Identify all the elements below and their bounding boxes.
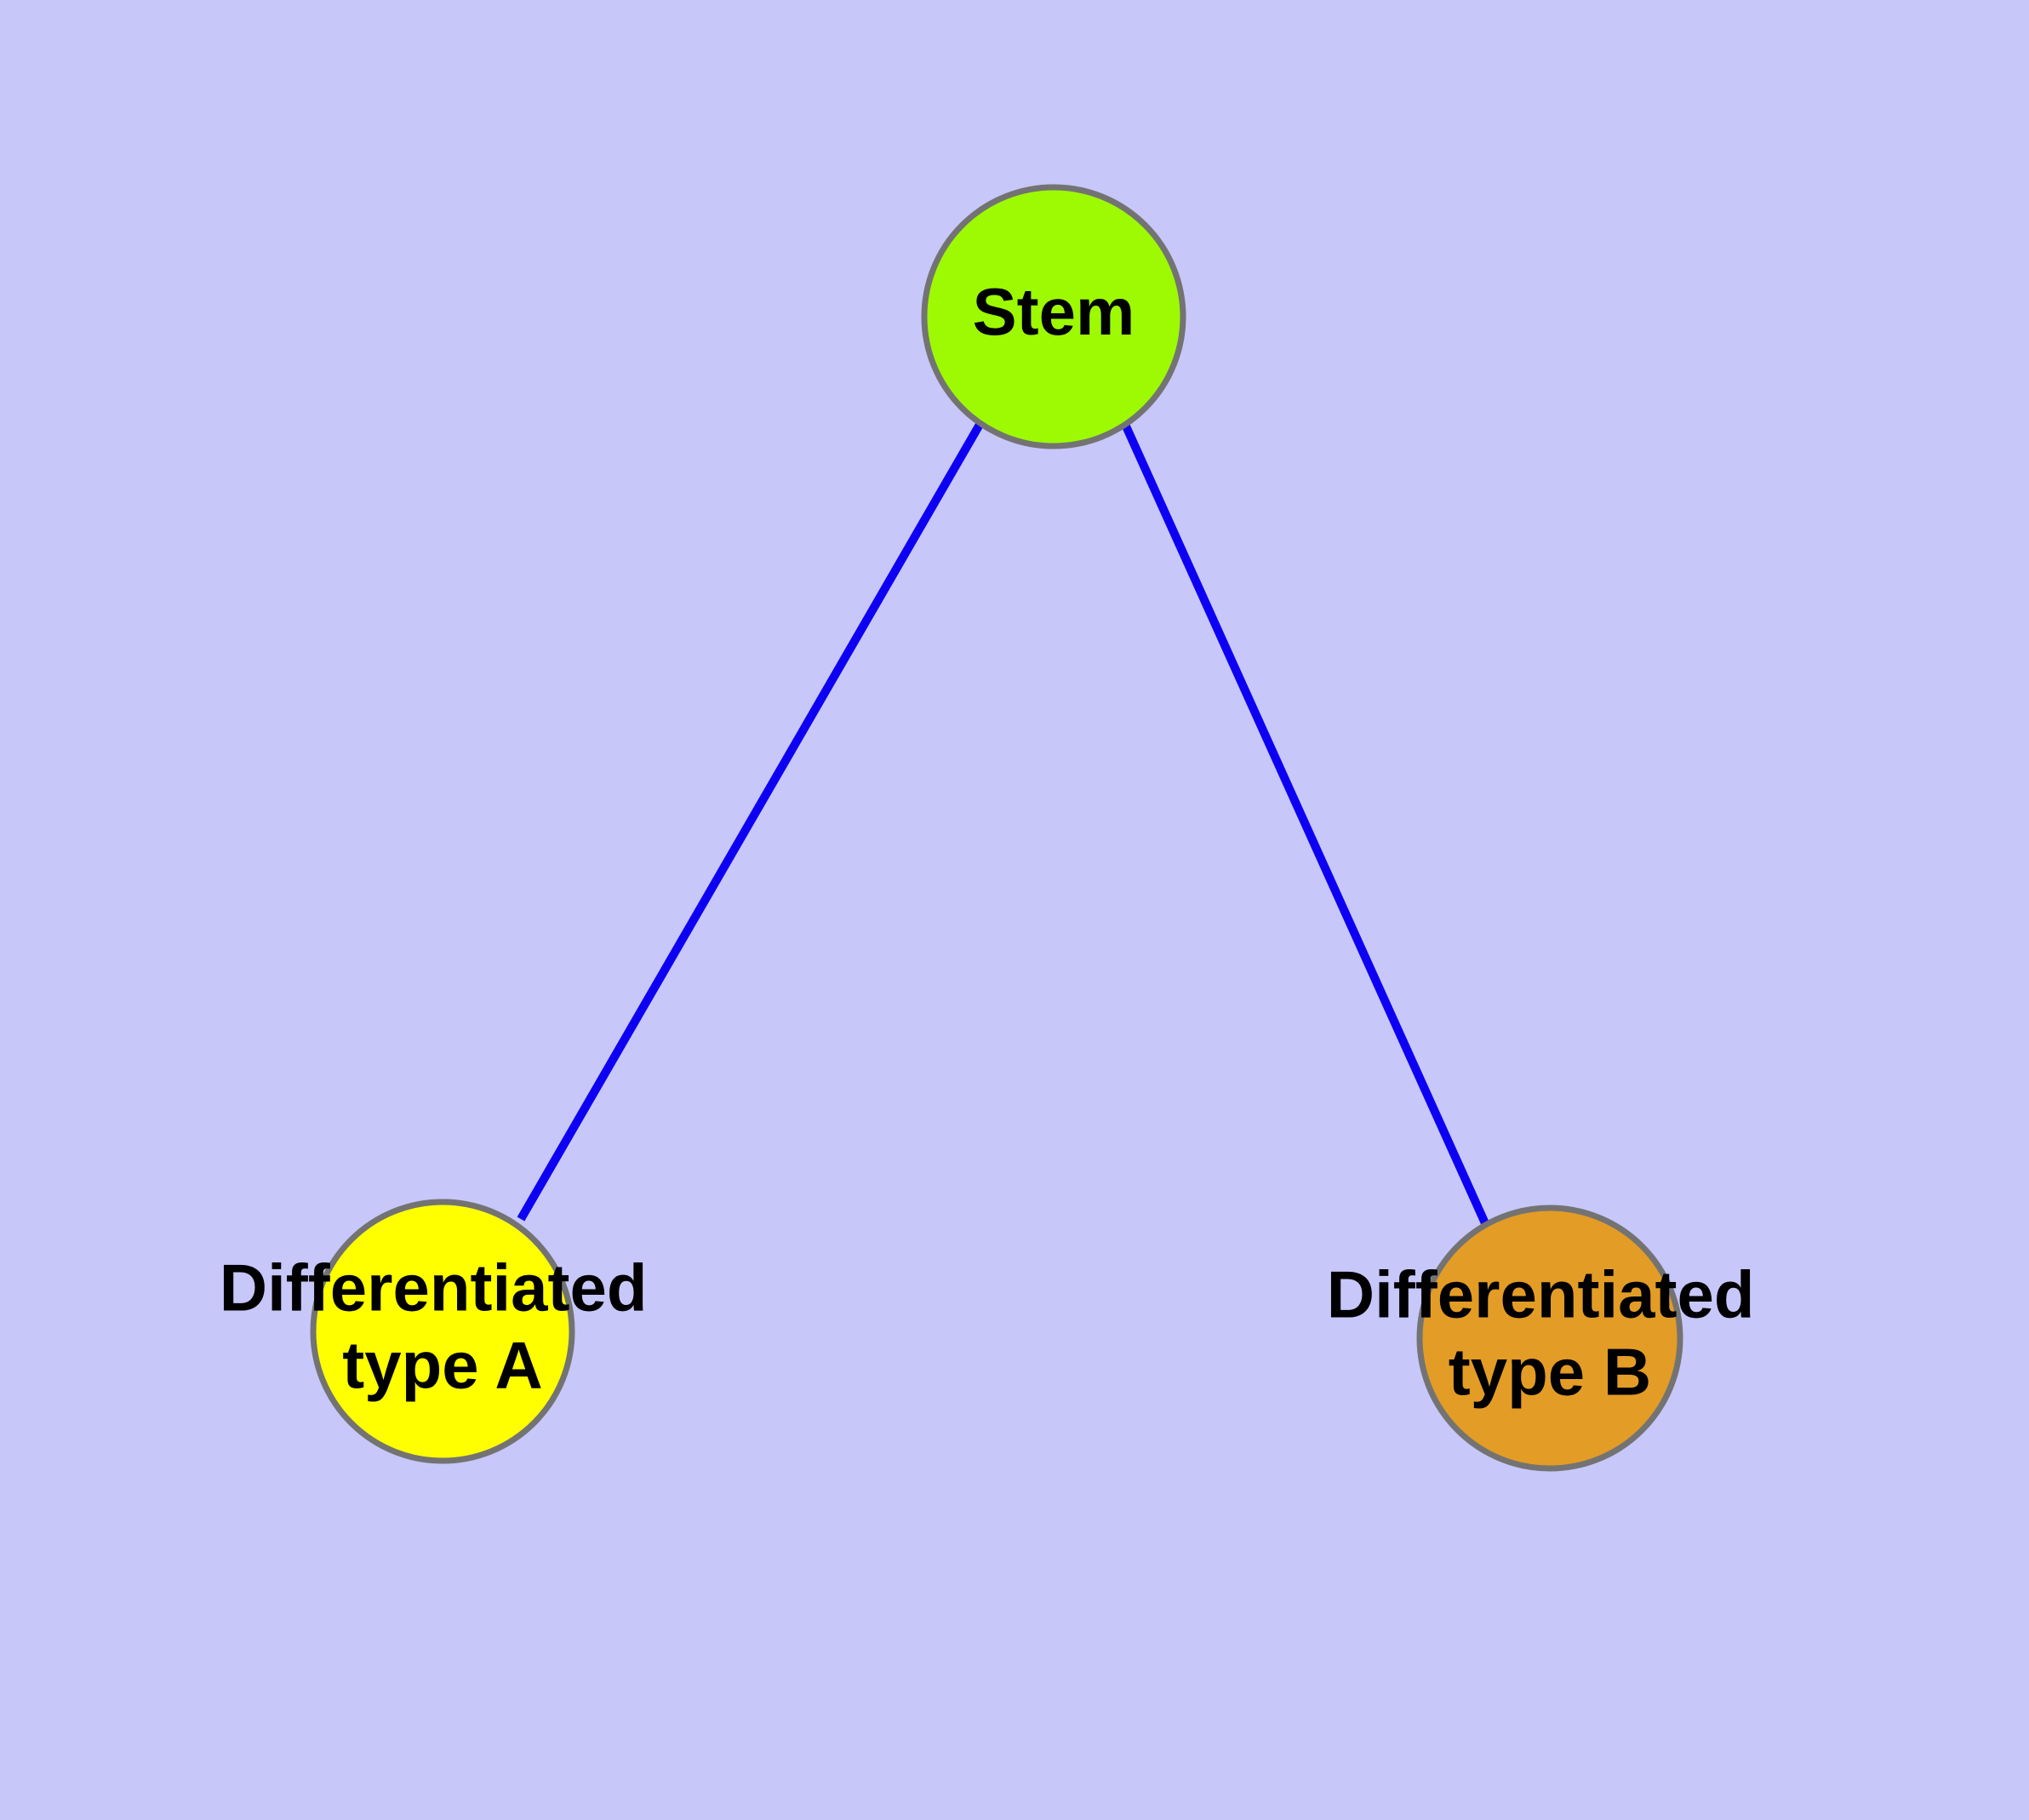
edge-stem-to-differentiated-type-b [1119, 418, 1489, 1226]
node-stem-label-line-1: Stem [973, 274, 1135, 349]
nodes-group: Stem Differentiated type A Differentiate… [220, 184, 1773, 1472]
node-differentiated-type-a-label-line-2: type A [342, 1327, 543, 1402]
node-differentiated-type-a-label: Differentiated type A [220, 1250, 666, 1402]
node-differentiated-type-b-circle[interactable] [1416, 1205, 1683, 1472]
edge-stem-to-differentiated-type-a [517, 421, 985, 1222]
node-differentiated-type-a-circle[interactable] [310, 1199, 575, 1464]
node-stem-circle[interactable] [921, 184, 1186, 449]
node-stem[interactable]: Stem [921, 184, 1186, 449]
node-differentiated-type-b-label-line-1: Differentiated [1327, 1256, 1755, 1331]
edges-group [517, 418, 1489, 1226]
node-differentiated-type-b[interactable]: Differentiated type B [1327, 1205, 1773, 1472]
node-differentiated-type-b-label-line-2: type B [1449, 1334, 1651, 1409]
node-differentiated-type-b-label: Differentiated type B [1327, 1256, 1773, 1409]
node-stem-label: Stem [973, 274, 1135, 349]
node-differentiated-type-a[interactable]: Differentiated type A [220, 1199, 666, 1464]
node-differentiated-type-a-label-line-1: Differentiated [220, 1250, 648, 1325]
